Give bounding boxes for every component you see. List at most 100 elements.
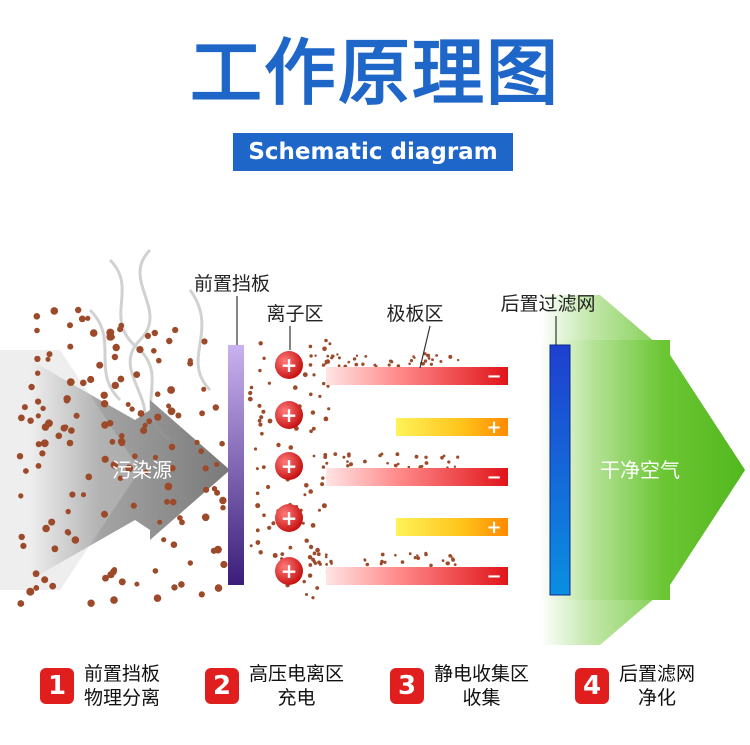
particle (255, 491, 260, 496)
particle (307, 573, 313, 578)
particle (302, 579, 306, 584)
particles (16, 306, 460, 607)
particle (293, 385, 298, 390)
particle (321, 476, 325, 480)
particle (71, 536, 80, 544)
page-title: 工作原理图 (189, 31, 560, 115)
particle (51, 545, 59, 553)
particle (87, 599, 95, 607)
particle (453, 465, 457, 468)
particle (110, 596, 118, 604)
particle (45, 419, 53, 428)
particle (26, 587, 35, 596)
particle (349, 462, 353, 467)
particle (117, 475, 124, 481)
particle (136, 346, 144, 354)
step-line-2: 充电 (277, 687, 316, 709)
particle (355, 354, 359, 357)
particle (125, 402, 131, 407)
particle (441, 559, 445, 562)
particle (143, 469, 149, 475)
particle (312, 551, 317, 556)
particle (112, 343, 120, 352)
particle (325, 461, 329, 465)
particle (154, 391, 161, 397)
particle (259, 415, 264, 420)
particle (171, 584, 178, 591)
ion-ball: + (275, 351, 303, 379)
particle (310, 523, 316, 528)
particle (161, 537, 167, 543)
particle (258, 550, 263, 555)
particle (41, 576, 49, 584)
particle (261, 465, 266, 469)
particle (333, 452, 338, 456)
particle (435, 354, 438, 357)
particle (17, 600, 25, 607)
particle (65, 508, 71, 515)
particle (67, 343, 74, 350)
particle (271, 521, 276, 526)
particle (249, 544, 253, 548)
particle (311, 557, 315, 562)
particle (23, 468, 29, 474)
particle (249, 385, 254, 390)
particle (346, 460, 349, 463)
particle (117, 326, 124, 333)
particle (315, 586, 320, 590)
step-description: 高压电离区 充电 (249, 662, 344, 710)
particle (424, 551, 428, 555)
particle (389, 359, 393, 363)
particle (101, 510, 108, 518)
particle (110, 461, 119, 469)
particle (27, 417, 34, 424)
particle (18, 533, 25, 541)
particle (431, 358, 434, 362)
particle (175, 412, 182, 419)
particle (49, 582, 57, 590)
particle (140, 426, 148, 435)
particle (73, 412, 80, 419)
particle (75, 306, 82, 314)
step-line-1: 高压电离区 (249, 663, 345, 685)
step-line-1: 静电收集区 (434, 663, 530, 685)
particle (169, 464, 176, 472)
particle (445, 561, 450, 566)
particle (448, 554, 452, 558)
particle (262, 356, 266, 360)
particle (202, 465, 209, 472)
particle (66, 378, 75, 386)
particle (18, 414, 25, 422)
particle (386, 461, 389, 465)
particle (18, 493, 24, 499)
particle (42, 524, 50, 533)
label-rear-filter: 后置过滤网 (500, 293, 595, 315)
particle (130, 502, 137, 509)
particle (260, 431, 264, 436)
particle (424, 455, 428, 459)
particle (324, 338, 328, 343)
particle (257, 418, 262, 423)
step-number-badge: 2 (205, 668, 239, 704)
particle (55, 432, 63, 440)
particle (172, 326, 179, 334)
particle (48, 518, 56, 526)
particle (308, 363, 313, 367)
particle (187, 560, 193, 566)
particle (63, 424, 69, 430)
particle (117, 375, 125, 383)
particle (429, 362, 433, 366)
particle (50, 307, 59, 315)
particle (309, 429, 313, 433)
positive-plate (396, 418, 508, 436)
particle (168, 443, 176, 451)
particle (101, 455, 109, 463)
step-line-2: 净化 (638, 687, 677, 709)
label-front-baffle: 前置挡板 (194, 273, 270, 295)
particle (34, 355, 41, 363)
particle (328, 342, 332, 346)
positive-plate (396, 518, 508, 536)
particle (167, 386, 176, 394)
particle (187, 360, 194, 367)
particle (211, 486, 218, 492)
